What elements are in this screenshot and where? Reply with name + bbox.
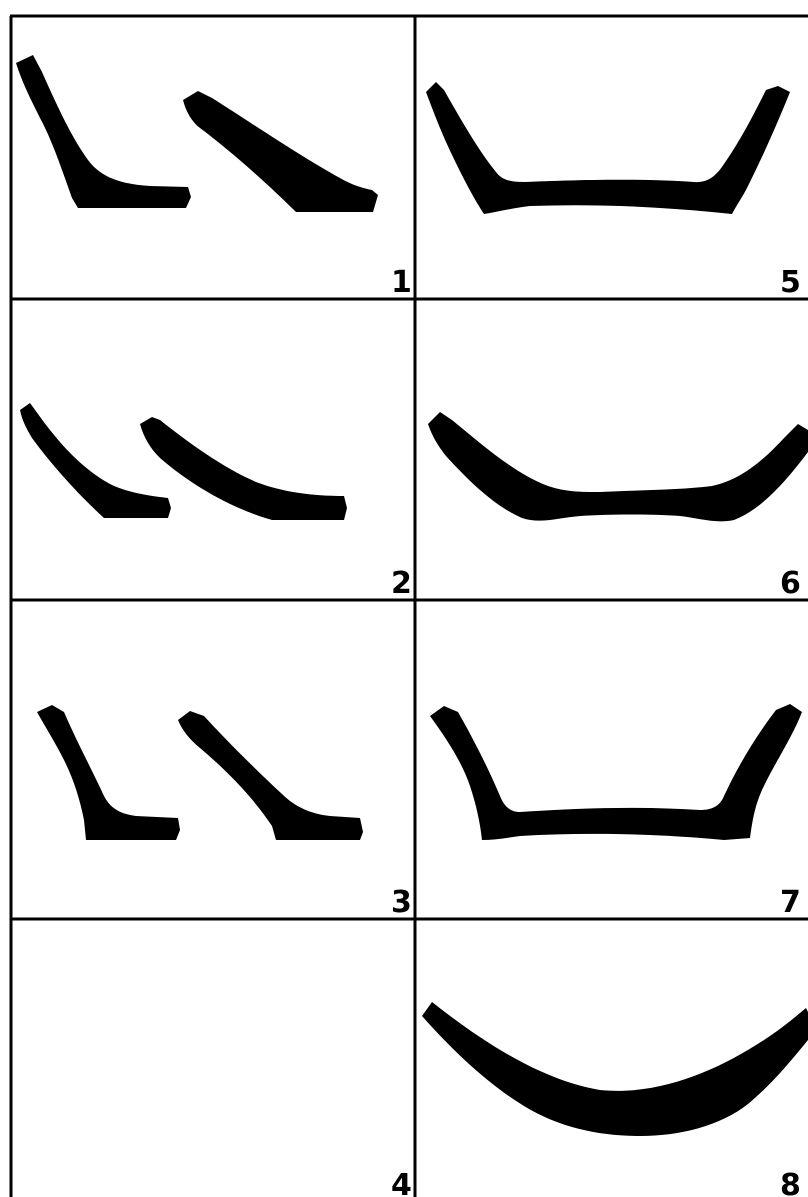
panel-7: 7 [430, 704, 802, 920]
panel-4: 4 [391, 1168, 412, 1197]
panel-4-number: 4 [391, 1168, 412, 1197]
panel-7-number: 7 [780, 885, 801, 920]
panel-3-number: 3 [391, 885, 412, 920]
panel-2-number: 2 [391, 566, 412, 601]
panel-2-right-stroke [140, 417, 347, 520]
panel-6-number: 6 [780, 566, 801, 601]
panel-8-number: 8 [780, 1168, 801, 1197]
panel-8-arc [422, 1002, 808, 1136]
panel-2: 2 [20, 403, 412, 601]
panel-6-bowl [428, 412, 808, 521]
panel-3-right-stroke [178, 711, 363, 840]
panel-6: 6 [428, 412, 808, 601]
panel-1-left-stroke [16, 55, 191, 208]
panel-3: 3 [37, 705, 412, 920]
panel-1-right-stroke [183, 91, 378, 212]
panel-3-left-stroke [37, 705, 180, 840]
panel-5-trough [426, 82, 790, 214]
panel-5-number: 5 [780, 265, 801, 300]
panel-5: 5 [426, 82, 801, 300]
panel-8: 8 [422, 1002, 808, 1197]
panel-1: 1 [16, 55, 412, 300]
panel-1-number: 1 [391, 265, 412, 300]
panel-7-trough [430, 704, 802, 840]
